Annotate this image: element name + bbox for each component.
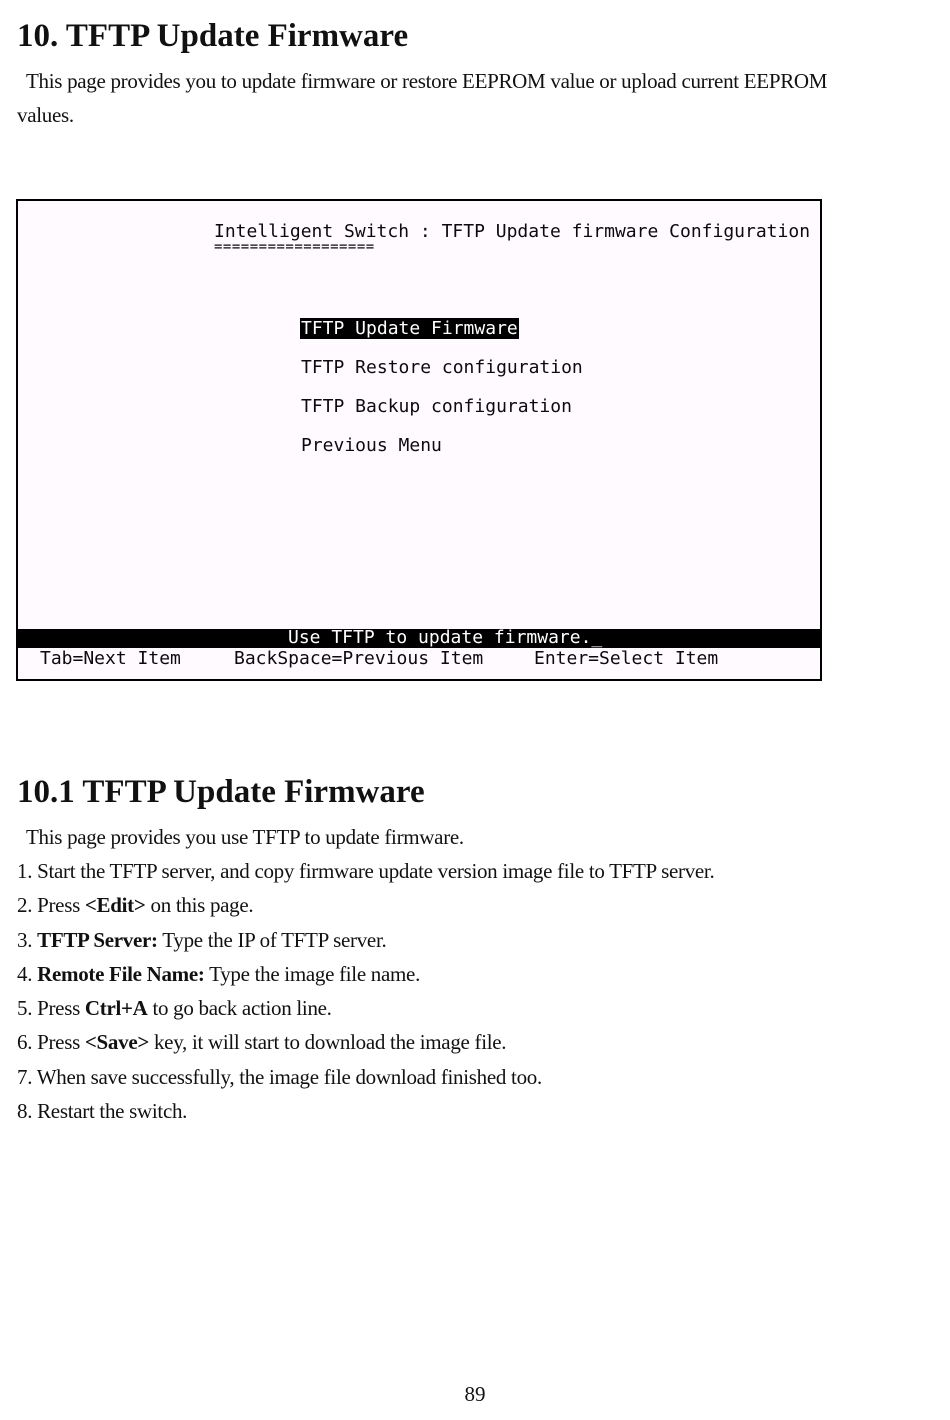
terminal-status-bar: Use TFTP to update firmware._ (18, 627, 820, 648)
terminal-title: Intelligent Switch : TFTP Update firmwar… (214, 221, 811, 242)
step-item: 3. TFTP Server: Type the IP of TFTP serv… (17, 927, 387, 952)
terminal-status-text: Use TFTP to update firmware._ (288, 627, 603, 648)
intro-paragraph: This page provides you to update firmwar… (17, 64, 917, 132)
terminal-screenshot: Intelligent Switch : TFTP Update firmwar… (16, 199, 822, 681)
steps-list: 1. Start the TFTP server, and copy firmw… (17, 854, 715, 1128)
step-item: 6. Press <Save> key, it will start to do… (17, 1030, 507, 1055)
page-title: 10. TFTP Update Firmware (17, 18, 409, 54)
step-item: 2. Press <Edit> on this page. (17, 893, 254, 918)
menu-item-tftp-update-firmware[interactable]: TFTP Update Firmware (300, 318, 519, 339)
step-item: 5. Press Ctrl+A to go back action line. (17, 996, 332, 1021)
key-hint-enter: Enter=Select Item (534, 648, 719, 669)
terminal-key-hints: Tab=Next Item BackSpace=Previous Item En… (18, 648, 820, 670)
key-hint-tab: Tab=Next Item (40, 648, 181, 669)
section-title: 10.1 TFTP Update Firmware (17, 774, 425, 810)
page-number: 89 (464, 1382, 486, 1406)
menu-item-previous-menu[interactable]: Previous Menu (301, 435, 442, 456)
menu-item-tftp-backup-configuration[interactable]: TFTP Backup configuration (301, 396, 572, 417)
step-item: 1. Start the TFTP server, and copy firmw… (17, 859, 715, 883)
menu-item-tftp-restore-configuration[interactable]: TFTP Restore configuration (301, 357, 583, 378)
key-hint-backspace: BackSpace=Previous Item (234, 648, 484, 669)
step-item: 4. Remote File Name: Type the image file… (17, 961, 421, 986)
step-item: 8. Restart the switch. (17, 1099, 188, 1124)
section-intro: This page provides you use TFTP to updat… (26, 825, 464, 849)
step-item: 7. When save successfully, the image fil… (17, 1064, 542, 1089)
intro-line-2: values. (17, 103, 74, 127)
terminal-menu: TFTP Update Firmware TFTP Restore config… (300, 317, 584, 473)
intro-line-1: This page provides you to update firmwar… (26, 69, 828, 93)
terminal-title-underline: ================== (214, 239, 375, 255)
